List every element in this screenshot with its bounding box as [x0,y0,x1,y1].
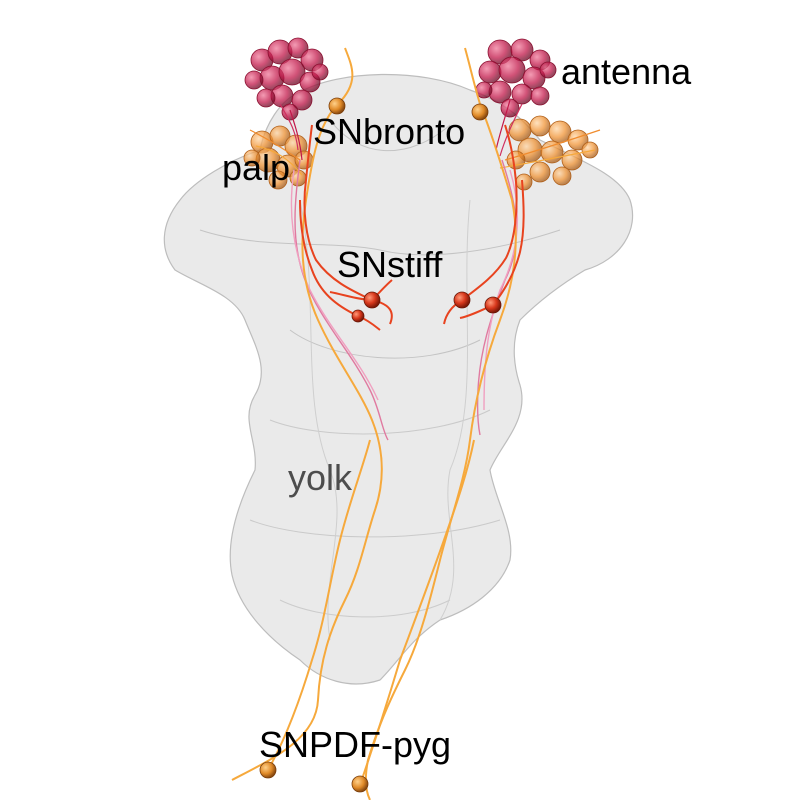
body-mesh-6 [329,119,451,152]
body-mesh-1 [199,229,561,256]
snpdf-pyg-somata [259,761,369,793]
body-mesh-2 [289,329,481,359]
body-mesh-7 [299,199,338,641]
label-antenna: antenna [561,51,692,92]
snpdf-pyg-soma-left [259,761,277,779]
snbronto-soma-right [471,103,489,121]
label-yolk: yolk [288,457,353,498]
body-mesh-8 [439,199,471,621]
body-mesh-4 [249,519,501,538]
snbronto-soma-left [328,97,346,115]
sensory-tufts [249,99,601,176]
snbronto-neurites [231,47,517,800]
antenna-cluster-right [475,38,557,118]
label-snbronto: SNbronto [313,111,466,152]
snstiff-soma-3 [453,291,471,309]
snstiff-soma-1 [363,291,381,309]
antenna-cluster-left [244,37,329,121]
body-mesh-5 [279,599,451,618]
label-snstiff: SNstiff [337,244,443,285]
snstiff-soma-2 [351,309,365,323]
snstiff-neurites [299,124,525,331]
snstiff-soma-4 [484,296,502,314]
snpdf-pyg-neurites [267,439,475,786]
snpdf-pyg-soma-right [351,775,369,793]
snbronto-somata [328,97,489,121]
snstiff-somata [351,291,502,323]
label-palp: palp [222,147,291,188]
label-snpdf-pyg: SNPDF-pyg [259,724,452,765]
